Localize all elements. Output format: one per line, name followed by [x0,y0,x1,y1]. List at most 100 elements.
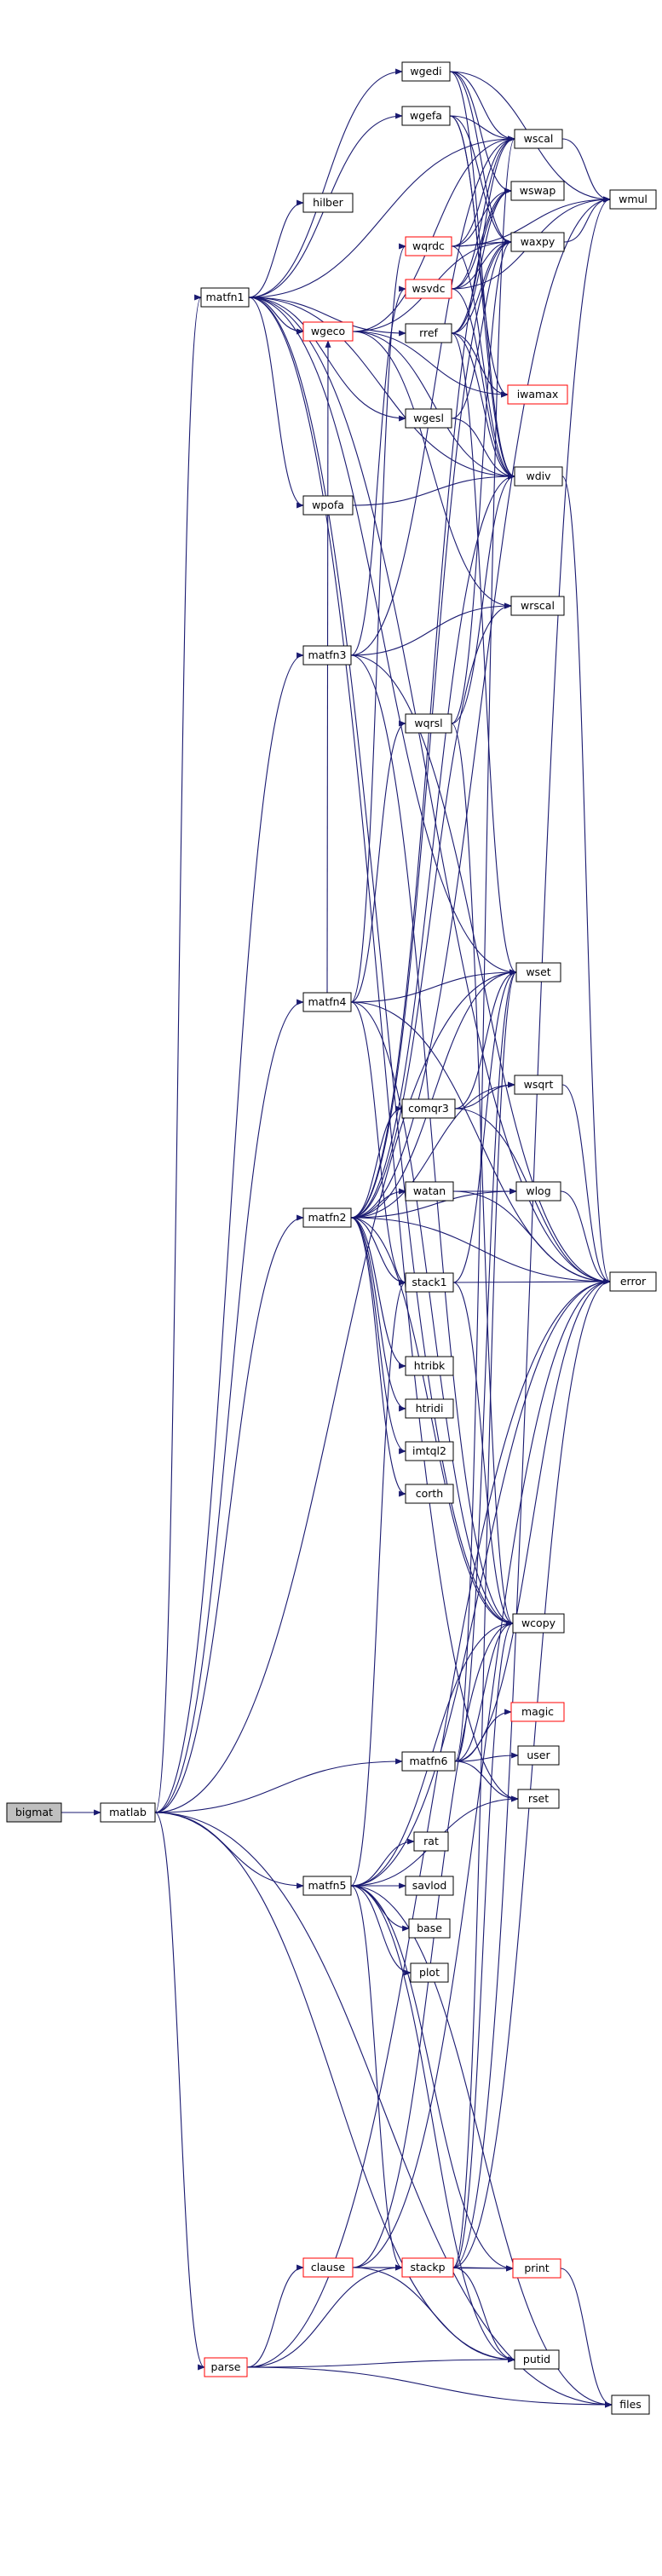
node-box [401,1751,456,1772]
node-box [510,232,565,252]
node-htridi[interactable]: htridi [405,1398,454,1419]
node-label: comqr3 [408,1102,449,1115]
edge-matfn2-to-wlog [350,1188,517,1219]
node-magic[interactable]: magic [510,1702,565,1722]
node-wswap[interactable]: wswap [510,181,565,201]
node-corth[interactable]: corth [405,1484,454,1504]
edge-matfn1-to-wscal [248,135,515,298]
node-label: wmul [619,193,648,205]
edge-watan-to-error [452,1190,611,1285]
node-label: matfn1 [205,291,244,303]
node-stack1[interactable]: stack1 [405,1272,454,1293]
node-box [515,962,561,983]
node-iwamax[interactable]: iwamax [507,384,568,405]
node-matfn3[interactable]: matfn3 [302,645,352,666]
node-label: wset [526,965,550,978]
node-rref[interactable]: rref [405,323,452,343]
node-wgesl[interactable]: wgesl [405,408,452,429]
node-label: hilber [313,196,343,209]
node-wqrdc[interactable]: wqrdc [405,236,452,256]
edge-stack1-to-wcopy [452,1282,514,1627]
node-label: matfn3 [308,648,346,661]
node-wmul[interactable]: wmul [609,189,657,210]
node-label: base [417,1922,442,1934]
node-imtql2[interactable]: imtql2 [405,1441,454,1461]
node-layer: bigmat matlab matfn1 matfn3 matfn4 matfn2 matf… [6,61,657,2415]
node-htribk[interactable]: htribk [405,1356,454,1376]
node-error[interactable]: error [609,1271,657,1292]
node-matfn2[interactable]: matfn2 [302,1207,352,1228]
node-box [517,1789,560,1809]
node-label: user [527,1749,550,1761]
node-box [405,236,452,256]
node-box [510,181,565,201]
node-label: wsqrt [524,1078,554,1091]
edge-matfn4-to-wset [350,969,517,1003]
node-box [401,1098,456,1119]
node-wqrsl[interactable]: wqrsl [405,713,452,734]
edge-matfn5-to-stack1 [350,1279,406,1887]
node-wscal[interactable]: wscal [514,129,563,149]
node-box [200,287,250,308]
edge-matfn4-to-wgeco [325,340,331,994]
edge-wgedi-to-wswap [449,71,512,194]
node-wcopy[interactable]: wcopy [512,1613,565,1634]
edge-wqrsl-to-wcopy [451,723,514,1627]
node-wrscal[interactable]: wrscal [510,596,565,616]
node-rset[interactable]: rset [517,1789,560,1809]
node-matfn4[interactable]: matfn4 [302,992,352,1012]
node-putid[interactable]: putid [514,2349,560,2370]
node-matlab[interactable]: matlab [100,1802,156,1823]
node-wsqrt[interactable]: wsqrt [514,1075,563,1095]
node-rat[interactable]: rat [413,1831,449,1852]
edge-matfn2-to-wmul [350,196,611,1219]
node-label: rat [423,1835,439,1847]
node-box [405,1876,454,1896]
edge-rref-to-waxpy [451,239,512,334]
node-wdiv[interactable]: wdiv [514,466,563,487]
node-wpofa[interactable]: wpofa [302,495,354,516]
node-base[interactable]: base [408,1918,451,1939]
node-box [405,1272,454,1293]
node-comqr3[interactable]: comqr3 [401,1098,456,1119]
edge-parse-to-clause [246,2264,304,2368]
node-box [405,1356,454,1376]
node-label: matfn6 [409,1755,447,1767]
node-bigmat[interactable]: bigmat [6,1802,62,1823]
edge-wqrdc-to-wdiv [451,245,515,480]
node-matfn5[interactable]: matfn5 [302,1876,352,1896]
node-watan[interactable]: watan [405,1181,454,1202]
node-wgeco[interactable]: wgeco [302,321,354,342]
node-user[interactable]: user [517,1745,560,1766]
node-label: putid [523,2353,550,2366]
edge-matfn2-to-stack1 [350,1217,406,1286]
node-parse[interactable]: parse [204,2357,248,2377]
node-box [512,1613,565,1634]
node-hilber[interactable]: hilber [302,193,354,213]
edge-wqrdc-to-wmul [451,196,611,247]
node-waxpy[interactable]: waxpy [510,232,565,252]
node-savlod[interactable]: savlod [405,1876,454,1896]
node-label: wsvdc [412,282,446,295]
node-wgedi[interactable]: wgedi [401,61,451,82]
node-stackp[interactable]: stackp [401,2257,454,2278]
node-wset[interactable]: wset [515,962,561,983]
node-matfn6[interactable]: matfn6 [401,1751,456,1772]
edge-print-to-files [560,2268,613,2408]
node-print[interactable]: print [512,2258,561,2279]
edge-wdiv-to-error [561,475,611,1285]
node-wlog[interactable]: wlog [515,1181,561,1202]
node-files[interactable]: files [611,2394,650,2415]
edge-stackp-to-error [452,1278,611,2268]
edge-matfn2-to-wrscal [350,602,512,1219]
node-box [512,2258,561,2279]
edge-wgeco-to-iwamax [352,331,509,398]
node-clause[interactable]: clause [302,2257,354,2278]
node-wgefa[interactable]: wgefa [401,106,451,126]
edge-wsvdc-to-wdiv [451,288,515,480]
node-label: files [619,2398,642,2411]
node-wsvdc[interactable]: wsvdc [405,279,452,299]
node-plot[interactable]: plot [410,1962,449,1983]
node-matfn1[interactable]: matfn1 [200,287,250,308]
